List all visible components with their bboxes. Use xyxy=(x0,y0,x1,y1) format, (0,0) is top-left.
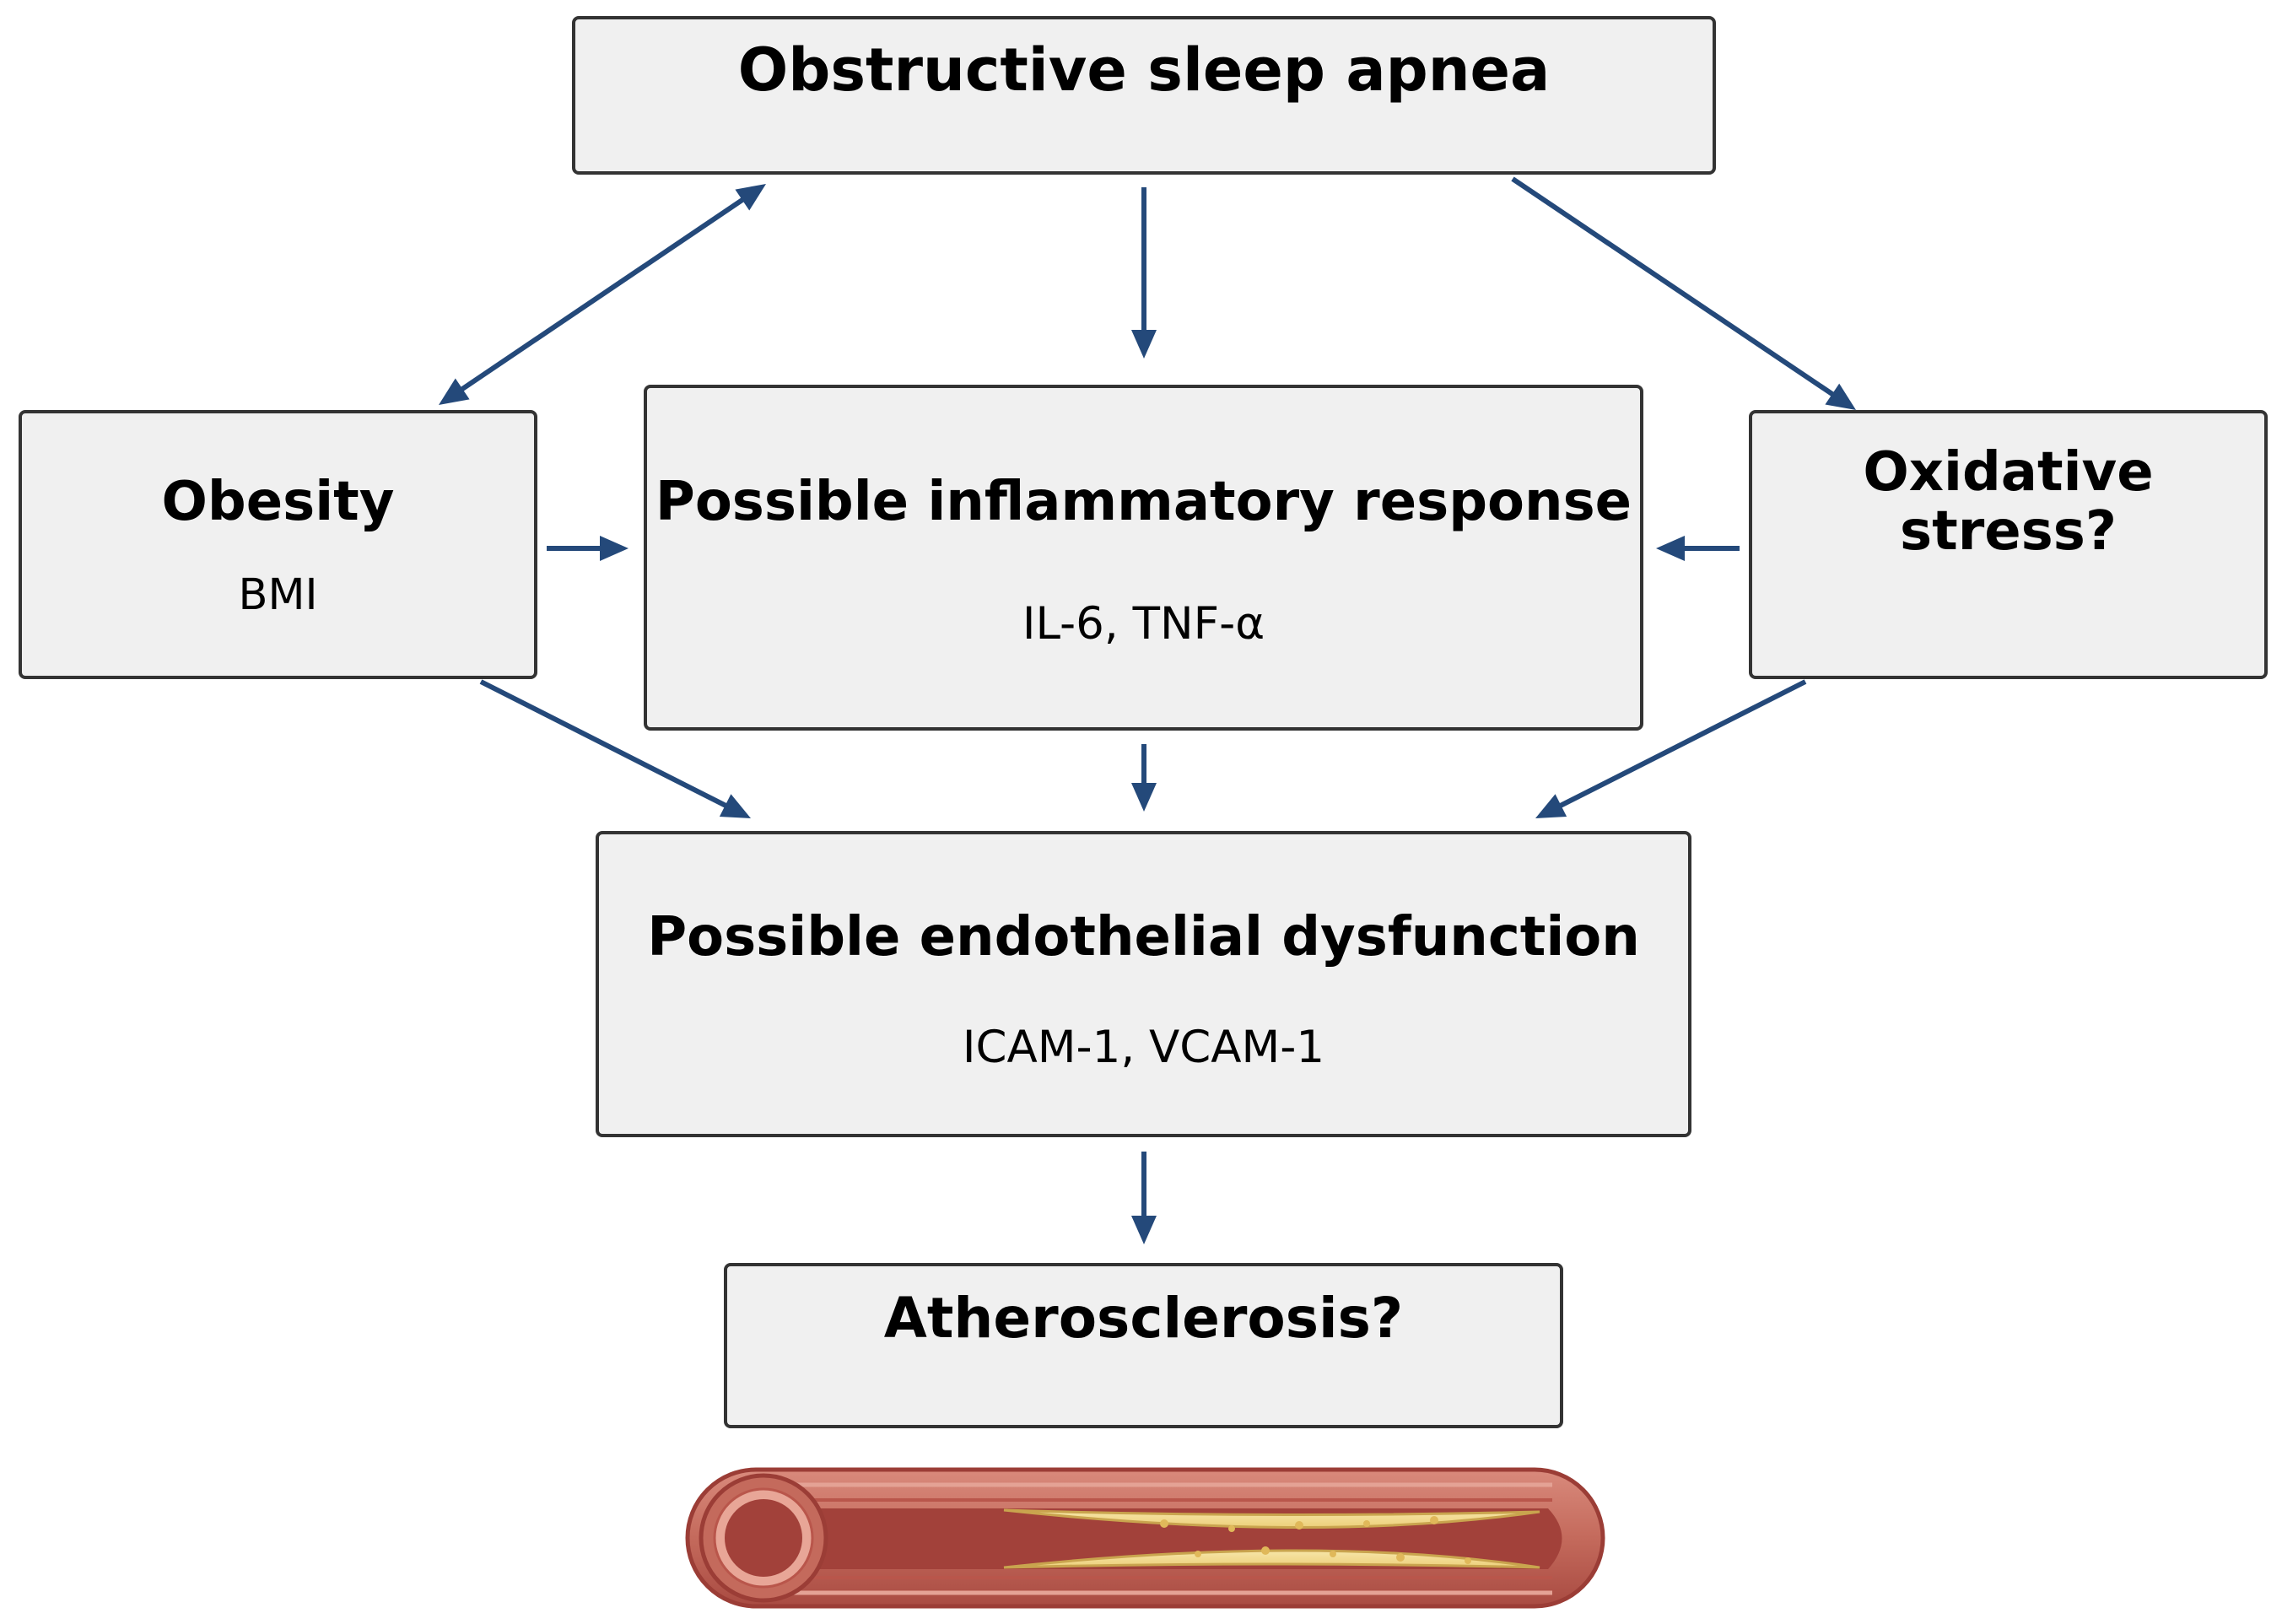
node-endothelial-dysfunction: Possible endothelial dysfunction ICAM-1,… xyxy=(596,831,1691,1137)
node-obstructive-sleep-apnea: Obstructive sleep apnea xyxy=(572,16,1716,175)
node-endothelial-sub: ICAM-1, VCAM-1 xyxy=(962,1022,1325,1073)
node-inflammation-title: Possible inflammatory response xyxy=(655,471,1632,533)
node-inflammatory-response: Possible inflammatory response IL-6, TNF… xyxy=(644,385,1643,731)
node-inflammation-sub: IL-6, TNF-α xyxy=(1022,598,1265,650)
node-oxidative-title-line2: stress? xyxy=(1900,500,2117,563)
node-atherosclerosis: Atherosclerosis? xyxy=(724,1263,1563,1428)
arrow-obesity-to-osa xyxy=(439,184,766,405)
node-obesity-title: Obesity xyxy=(161,471,395,533)
node-oxidative-title-line1: Oxidative xyxy=(1863,441,2154,504)
arrow-oxidative-to-endothelial xyxy=(1535,679,1807,818)
arrow-endothelial-to-athero xyxy=(1131,1152,1157,1244)
node-obesity: Obesity BMI xyxy=(19,410,537,679)
arrow-osa-to-oxidative xyxy=(1511,176,1856,410)
node-osa-title: Obstructive sleep apnea xyxy=(737,35,1551,105)
node-obesity-sub: BMI xyxy=(238,570,318,620)
node-athero-title: Atherosclerosis? xyxy=(883,1286,1404,1351)
node-oxidative-stress: Oxidative stress? xyxy=(1749,410,2268,679)
arrow-osa-to-inflammation xyxy=(1131,187,1157,359)
arrow-oxidative-to-inflammation xyxy=(1656,536,1740,561)
arrow-obesity-to-endothelial xyxy=(479,679,751,818)
arrow-obesity-to-inflammation xyxy=(547,536,628,561)
arrow-inflammation-to-endothelial xyxy=(1131,744,1157,812)
node-endothelial-title: Possible endothelial dysfunction xyxy=(647,906,1640,968)
